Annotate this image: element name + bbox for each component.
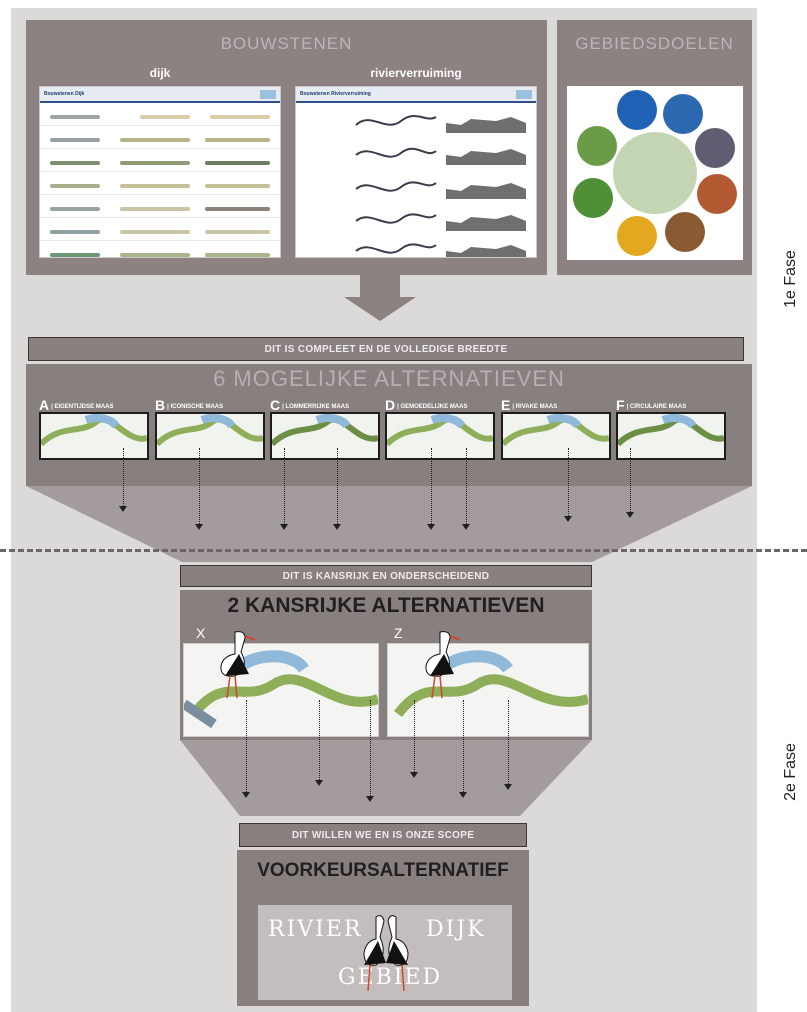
arrow-head-icon xyxy=(119,506,127,512)
alternative-letter: B xyxy=(155,397,166,413)
stork-icon xyxy=(425,631,460,699)
alternative-card-f: F| CIRCULAIRE MAAS xyxy=(615,397,728,460)
alternatives-title: 6 MOGELIJKE ALTERNATIEVEN xyxy=(213,366,565,391)
alternative-map xyxy=(500,412,611,460)
stork-icon xyxy=(220,631,255,699)
arrow-head-icon xyxy=(315,780,323,786)
arrow-head-icon xyxy=(242,792,250,798)
rivierdijkgebied-logo: RIVIER DIJK GEBIED xyxy=(258,905,512,1000)
bouwstenen-title: BOUWSTENEN xyxy=(220,34,353,53)
selection-arrow xyxy=(630,448,631,512)
rivier-doc-title: Bouwstenen Rivierverruiming xyxy=(300,91,371,97)
alternative-map xyxy=(615,412,726,460)
phase-divider xyxy=(0,549,807,552)
selection-arrow xyxy=(199,448,200,524)
dijk-doc-title: Bouwstenen Dijk xyxy=(44,91,85,97)
goal-circle xyxy=(577,126,617,166)
alternative-card-a: A| EIGENTIJDSE MAAS xyxy=(38,397,151,460)
selection-arrow xyxy=(123,448,124,506)
arrow-head-icon xyxy=(626,512,634,518)
goal-circle xyxy=(695,128,735,168)
goal-circle xyxy=(663,94,703,134)
down-arrow-icon xyxy=(360,275,400,297)
alternative-letter: F xyxy=(616,397,625,413)
goal-circle xyxy=(617,90,657,130)
alternative-map xyxy=(154,412,265,460)
arrow-head-icon xyxy=(410,772,418,778)
dijk-document: Bouwstenen Dijk xyxy=(39,86,281,258)
alternative-name: | GEMOEDELIJKE MAAS xyxy=(397,404,468,410)
voorkeur-title: VOORKEURSALTERNATIEF xyxy=(257,860,509,881)
selection-arrow xyxy=(370,700,371,796)
rivierverruiming-label: rivierverruiming xyxy=(370,66,462,80)
funnel-1 xyxy=(26,486,752,562)
rivierverruiming-document: Bouwstenen Rivierverruiming xyxy=(295,86,537,258)
scope-banner: DIT WILLEN WE EN IS ONZE SCOPE xyxy=(239,823,527,847)
phase-2-label: 2e Fase xyxy=(781,743,799,801)
kansrijke-title: 2 KANSRIJKE ALTERNATIEVEN xyxy=(227,594,545,617)
logo-icon xyxy=(260,89,276,99)
arrow-head-icon xyxy=(459,792,467,798)
alternative-name: | RIVAKE MAAS xyxy=(512,404,558,410)
arrow-head-icon xyxy=(280,524,288,530)
arrow-head-icon xyxy=(427,524,435,530)
kansrijk-letter-z: Z xyxy=(394,625,403,641)
kansrijk-letter-x: X xyxy=(196,625,206,641)
kansrijk-banner: DIT IS KANSRIJK EN ONDERSCHEIDEND xyxy=(180,565,592,587)
alternative-map xyxy=(38,412,149,460)
arrow-head-icon xyxy=(366,796,374,802)
complete-banner: DIT IS COMPLEET EN DE VOLLEDIGE BREEDTE xyxy=(28,337,744,361)
selection-arrow xyxy=(319,700,320,780)
goal-circle xyxy=(573,178,613,218)
selection-arrow xyxy=(466,448,467,524)
gebiedsdoelen-diagram xyxy=(567,86,743,260)
alternative-card-c: C| LOMMERRIJKE MAAS xyxy=(269,397,382,460)
alternative-letter: E xyxy=(501,397,511,413)
arrow-head-icon xyxy=(333,524,341,530)
alternative-card-e: E| RIVAKE MAAS xyxy=(500,397,613,460)
arrow-head-icon xyxy=(504,784,512,790)
selection-arrow xyxy=(431,448,432,524)
alternative-letter: A xyxy=(39,397,50,413)
goal-circle xyxy=(613,132,697,214)
alternative-name: | EIGENTIJDSE MAAS xyxy=(51,404,114,410)
gebiedsdoelen-title: GEBIEDSDOELEN xyxy=(575,34,734,53)
selection-arrow xyxy=(414,700,415,772)
stork-pair-icon xyxy=(363,915,409,992)
dijk-label: dijk xyxy=(149,66,171,80)
funnel-2 xyxy=(180,740,592,816)
selection-arrow xyxy=(568,448,569,516)
rivierverruiming-sketches xyxy=(355,115,526,257)
arrow-head-icon xyxy=(564,516,572,522)
arrow-head-icon xyxy=(462,524,470,530)
alternative-map xyxy=(269,412,380,460)
logo-icon xyxy=(516,89,532,99)
alternative-name: | CIRCULAIRE MAAS xyxy=(626,404,687,410)
alternative-card-b: B| ICONISCHE MAAS xyxy=(154,397,267,460)
logo-word-dijk: DIJK xyxy=(426,917,486,942)
selection-arrow xyxy=(508,700,509,784)
goal-circle xyxy=(697,174,737,214)
alternative-letter: D xyxy=(385,397,396,413)
alternative-name: | LOMMERRIJKE MAAS xyxy=(282,404,350,410)
selection-arrow xyxy=(246,700,247,792)
alternative-map xyxy=(384,412,495,460)
kansrijk-map-z xyxy=(387,643,590,737)
logo-word-gebied: GEBIED xyxy=(338,965,443,990)
selection-arrow xyxy=(463,700,464,792)
selection-arrow xyxy=(284,448,285,524)
alternative-card-d: D| GEMOEDELIJKE MAAS xyxy=(384,397,497,460)
selection-arrow xyxy=(337,448,338,524)
kansrijk-map-x xyxy=(181,643,380,737)
goal-circle xyxy=(617,216,657,256)
phase-1-label: 1e Fase xyxy=(781,250,799,308)
down-arrow-head-icon xyxy=(344,297,416,321)
logo-word-rivier: RIVIER xyxy=(268,917,363,942)
alternative-name: | ICONISCHE MAAS xyxy=(167,404,224,410)
arrow-head-icon xyxy=(195,524,203,530)
goal-circle xyxy=(665,212,705,252)
alternative-letter: C xyxy=(270,397,281,413)
